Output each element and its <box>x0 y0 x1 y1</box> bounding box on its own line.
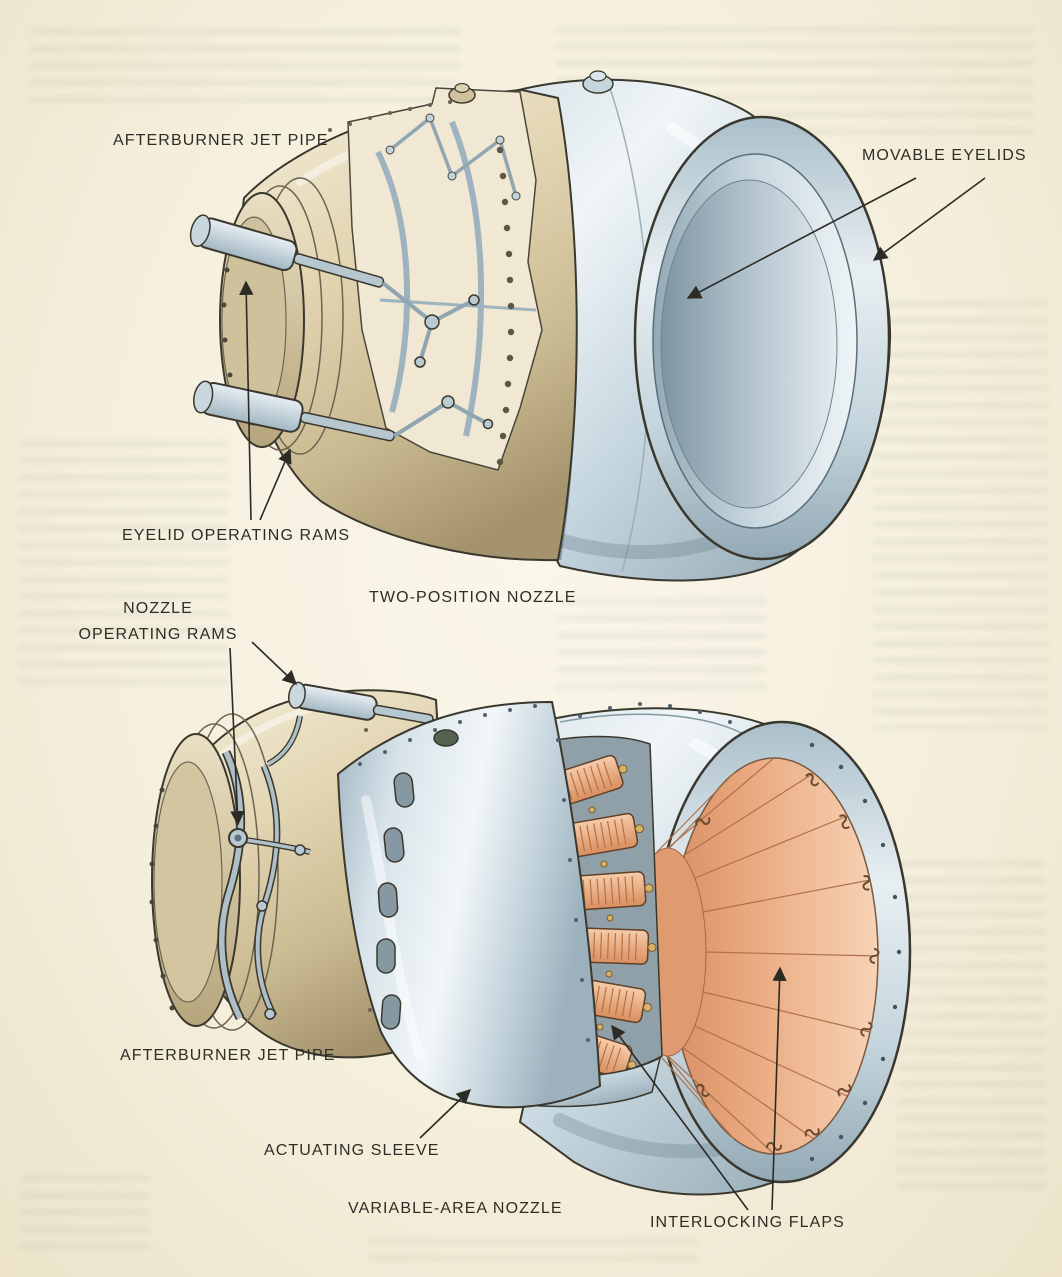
drum-rivet-dots <box>578 702 732 724</box>
jet-pipe-rivet-holes <box>496 146 515 466</box>
eyelid-linkage <box>381 281 489 438</box>
label-actuating-sleeve: ACTUATING SLEEVE <box>264 1142 440 1159</box>
label-nozzle-operating-rams: NOZZLE OPERATING RAMS <box>60 596 256 647</box>
top-figure-leader-arrows <box>239 177 986 521</box>
label-nozzle-operating-rams-line1: NOZZLE <box>123 600 193 617</box>
label-nozzle-operating-rams-line2: OPERATING RAMS <box>78 625 238 643</box>
print-bleedthrough <box>368 1238 698 1268</box>
label-afterburner-jet-pipe-bottom: AFTERBURNER JET PIPE <box>120 1047 336 1064</box>
nozzle-operating-rams <box>217 681 434 1021</box>
label-interlocking-flaps: INTERLOCKING FLAPS <box>650 1214 845 1231</box>
sleeve-slots <box>376 772 415 1030</box>
print-bleedthrough <box>30 28 460 106</box>
print-bleedthrough <box>896 860 1046 1190</box>
flap-hooks <box>695 772 880 1151</box>
two-position-nozzle-figure <box>189 70 986 582</box>
casing-domes <box>448 70 614 104</box>
print-bleedthrough <box>20 1175 150 1260</box>
jet-pipe-cutaway <box>347 87 543 471</box>
upper-eyelid-ram <box>189 214 385 288</box>
print-bleedthrough <box>556 598 766 694</box>
caption-variable-area-nozzle: VARIABLE-AREA NOZZLE <box>348 1200 563 1217</box>
print-bleedthrough <box>872 300 1048 730</box>
sleeve-rivet-dots <box>358 704 590 1042</box>
lower-eyelid-ram <box>192 380 396 442</box>
jet-pipe-rivet-dots <box>328 98 472 132</box>
label-afterburner-jet-pipe-top: AFTERBURNER JET PIPE <box>113 132 329 149</box>
variable-area-nozzle-figure <box>149 641 912 1211</box>
caption-two-position-nozzle: TWO-POSITION NOZZLE <box>369 589 577 606</box>
label-eyelid-operating-rams: EYELID OPERATING RAMS <box>122 527 351 544</box>
rim-rivet-dots <box>809 742 902 1162</box>
sleeve-access-hole <box>433 729 459 747</box>
print-bleedthrough <box>18 440 228 690</box>
bottom-figure-leader-arrows <box>229 641 787 1211</box>
label-movable-eyelids: MOVABLE EYELIDS <box>862 147 1027 164</box>
